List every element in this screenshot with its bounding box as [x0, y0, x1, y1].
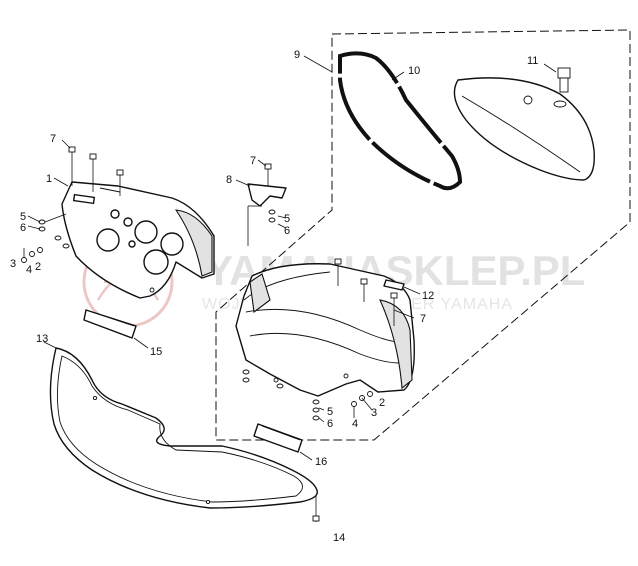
callout-10: 10 [408, 65, 420, 77]
callout-6-bracket: 6 [284, 225, 290, 237]
nut-group-left [21, 247, 43, 263]
nut-group-right [351, 391, 373, 418]
callout-5-bracket: 5 [284, 213, 290, 225]
gauge-lower-icon [143, 249, 169, 275]
callout-2-left: 2 [35, 261, 41, 273]
console-body [235, 263, 415, 397]
dashboard-panel [61, 181, 215, 299]
bolt-group-7-left [68, 146, 124, 196]
pad-16 [253, 423, 313, 461]
bracket-8 [247, 163, 287, 246]
callout-6-bottom: 6 [327, 418, 333, 430]
callout-6-left: 6 [20, 222, 26, 234]
latch-icon [523, 67, 571, 108]
callout-12: 12 [422, 290, 434, 302]
callout-13: 13 [36, 333, 48, 345]
callout-16: 16 [315, 456, 327, 468]
callout-2-right: 2 [379, 397, 385, 409]
callout-11: 11 [527, 55, 538, 67]
callout-3-left: 3 [10, 258, 16, 270]
washer-group-left [38, 213, 70, 249]
callout-labels: 1 7 5 6 3 4 2 7 8 5 6 9 10 11 12 7 13 15… [10, 49, 538, 544]
callout-9: 9 [294, 49, 300, 61]
leader-lines [27, 55, 405, 411]
callout-8: 8 [226, 174, 232, 186]
callout-3-right: 3 [371, 407, 377, 419]
washer-group-bottom [242, 369, 325, 423]
callout-15: 15 [150, 346, 162, 358]
callout-14: 14 [333, 532, 345, 544]
clip-12 [383, 279, 421, 295]
gauge-right-icon [160, 232, 184, 256]
callout-1: 1 [46, 173, 52, 185]
gauge-center-icon [134, 220, 158, 244]
callout-7-right: 7 [420, 313, 426, 325]
pad-15 [83, 309, 149, 349]
callout-4-left: 4 [26, 264, 32, 276]
gasket-10 [338, 51, 463, 191]
callout-5-bottom: 5 [327, 406, 333, 418]
callout-7-left: 7 [50, 133, 56, 145]
callout-5-left: 5 [20, 211, 26, 223]
floor-mat [49, 347, 318, 509]
gauge-left-icon [96, 228, 120, 252]
hatch-lid-11 [453, 63, 595, 181]
bolt-group-7-right [334, 258, 415, 326]
callout-4-right: 4 [352, 418, 358, 430]
callout-7-bracket: 7 [250, 155, 256, 167]
bolt-14-icon [312, 496, 320, 522]
